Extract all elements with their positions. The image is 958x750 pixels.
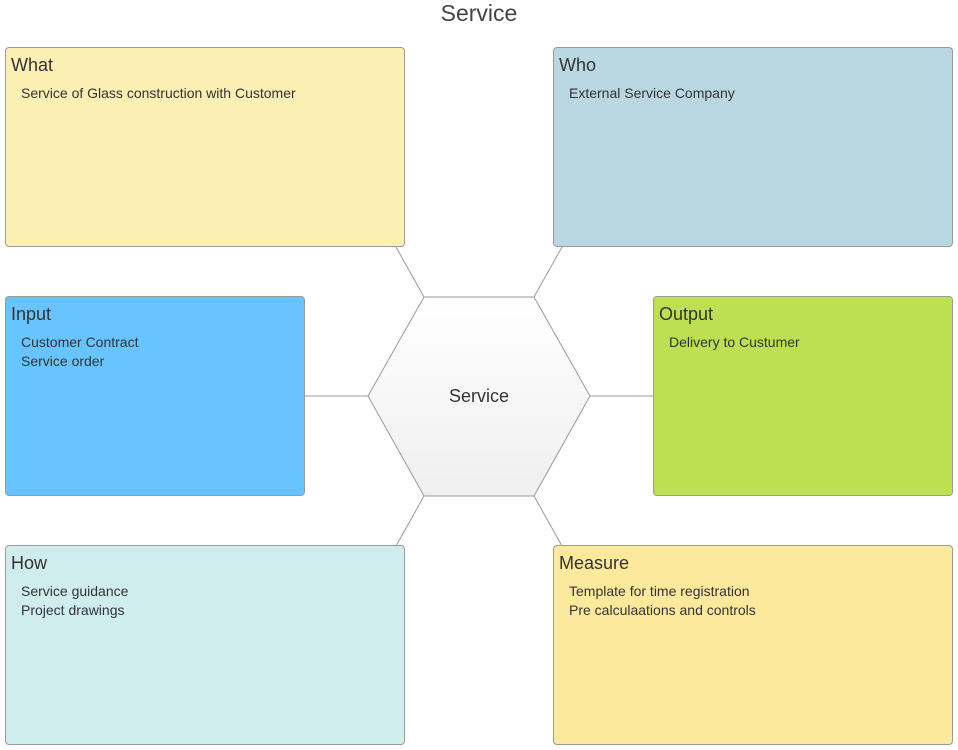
box-content: External Service Company — [569, 84, 735, 103]
box-line: Delivery to Custumer — [669, 334, 800, 350]
box-who: Who External Service Company — [553, 47, 953, 247]
box-content: Service of Glass construction with Custo… — [21, 84, 296, 103]
box-how: How Service guidance Project drawings — [5, 545, 405, 745]
box-line: Service guidance — [21, 583, 129, 599]
box-content: Delivery to Custumer — [669, 333, 800, 352]
page-title: Service — [440, 0, 518, 26]
connector-how — [395, 495, 425, 547]
box-line: Template for time registration — [569, 583, 750, 599]
box-line: Pre calculaations and controls — [569, 602, 756, 618]
box-output: Output Delivery to Custumer — [653, 296, 953, 496]
center-label: Service — [448, 386, 510, 406]
box-title: Who — [559, 55, 597, 75]
center-hexagon — [367, 296, 591, 497]
box-content: Template for time registration Pre calcu… — [569, 582, 756, 620]
box-line: Project drawings — [21, 602, 125, 618]
box-input: Input Customer Contract Service order — [5, 296, 305, 496]
box-line: Customer Contract — [21, 334, 139, 350]
box-title: How — [11, 553, 48, 573]
connector-measure — [533, 495, 563, 547]
box-line: Service of Glass construction with Custo… — [21, 85, 296, 101]
box-content: Customer Contract Service order — [21, 333, 138, 371]
box-title: Measure — [559, 553, 630, 573]
box-content: Service guidance Project drawings — [21, 582, 128, 620]
box-what: What Service of Glass construction with … — [5, 47, 405, 247]
connector-who — [533, 246, 563, 298]
box-title: Input — [11, 304, 52, 324]
box-line: External Service Company — [569, 85, 735, 101]
connector-what — [395, 246, 425, 298]
box-title: Output — [659, 304, 714, 324]
box-line: Service order — [21, 353, 105, 369]
box-title: What — [11, 55, 54, 75]
box-measure: Measure Template for time registration P… — [553, 545, 953, 745]
